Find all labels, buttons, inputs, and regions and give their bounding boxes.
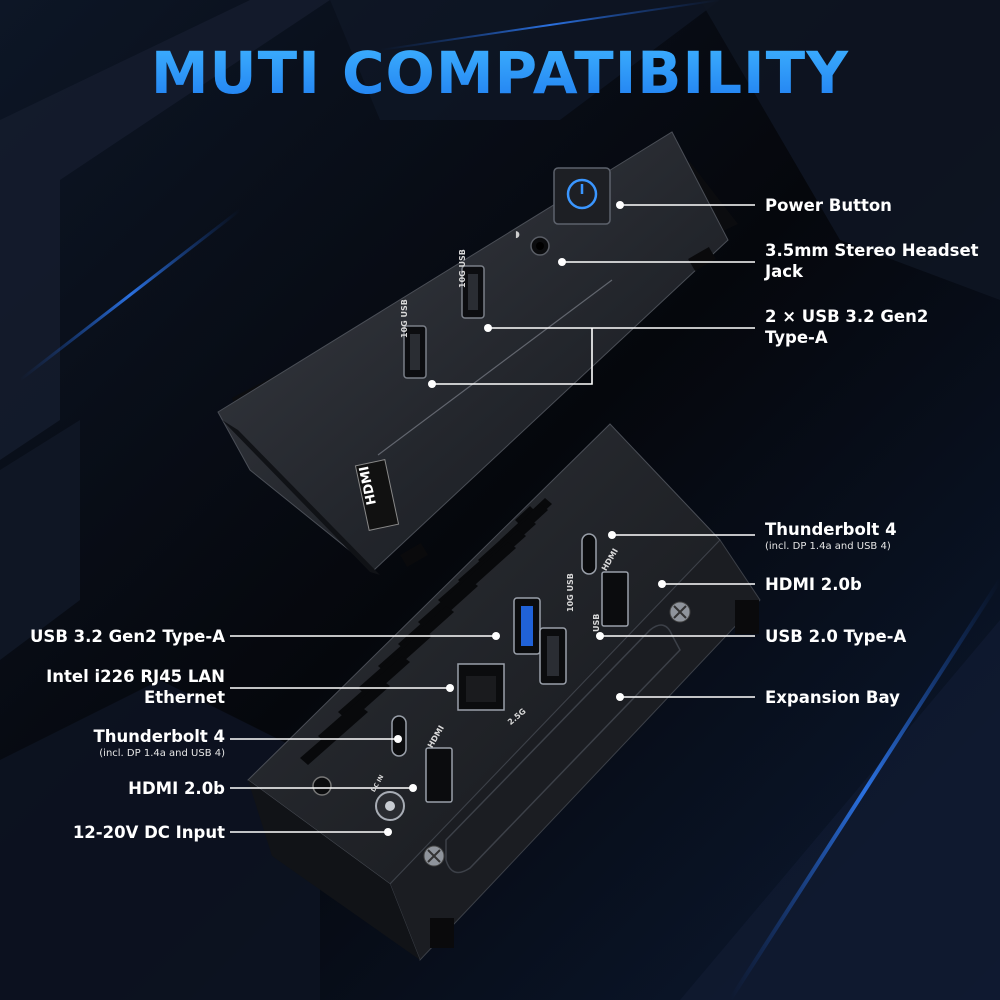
power-button-ring	[566, 178, 598, 210]
label-lan-text-2: Ethernet	[143, 688, 225, 707]
top-device-lower	[222, 420, 380, 575]
bg-panel-left	[0, 0, 330, 460]
audio-jack-inner	[536, 242, 544, 250]
bg-panel-top	[330, 0, 720, 120]
blue-stripe-left	[19, 208, 241, 382]
label-power-button: Power Button	[765, 195, 892, 216]
bottom-device	[247, 423, 761, 961]
callout-dots	[384, 201, 666, 836]
label-tb4-right-text: Thunderbolt 4	[765, 520, 897, 539]
bg-panel-bottom	[0, 680, 320, 1000]
bg-panel-bottom-right	[680, 620, 1000, 1000]
dc-port-inner	[385, 801, 395, 811]
label-power-button-text: Power Button	[765, 196, 892, 215]
label-lan-text-1: Intel i226 RJ45 LAN	[46, 667, 225, 686]
label-tb4-left-text: Thunderbolt 4	[93, 727, 225, 746]
label-usb32-left: USB 3.2 Gen2 Type-A	[30, 626, 225, 647]
label-expansion-bay: Expansion Bay	[765, 687, 900, 708]
top-device: ◗ HDMI	[217, 131, 738, 575]
svg-text:◗: ◗	[515, 230, 520, 240]
label-tb4-right: Thunderbolt 4 (incl. DP 1.4a and USB 4)	[765, 519, 897, 553]
foot-top-2	[400, 542, 428, 568]
label-tb4-left-sub: (incl. DP 1.4a and USB 4)	[99, 748, 225, 759]
label-headset-jack-text: 3.5mm Stereo Headset Jack	[765, 241, 979, 281]
vent-grille	[300, 498, 552, 765]
label-hdmi-right: HDMI 2.0b	[765, 574, 862, 595]
usb-blue-label: 10G USB	[566, 573, 575, 612]
hdmi-logo	[354, 459, 400, 531]
label-usb20: USB 2.0 Type-A	[765, 626, 906, 647]
label-tb4-left: Thunderbolt 4 (incl. DP 1.4a and USB 4)	[93, 726, 225, 760]
label-hdmi-right-text: HDMI 2.0b	[765, 575, 862, 594]
bottom-device-side	[248, 780, 420, 960]
label-usb32-top-text: 2 × USB 3.2 Gen2 Type-A	[765, 307, 929, 347]
label-usb20-text: USB 2.0 Type-A	[765, 627, 907, 646]
usb-top-right-label: 10G USB	[458, 249, 467, 288]
label-usb32-top: 2 × USB 3.2 Gen2 Type-A	[765, 306, 945, 348]
hdmi-port-top	[601, 571, 629, 627]
page-title: MUTI COMPATIBILITY	[0, 38, 1000, 108]
label-dc-input-text: 12-20V DC Input	[72, 823, 225, 842]
label-expansion-bay-text: Expansion Bay	[765, 688, 900, 707]
foot-top-1	[688, 246, 716, 272]
foot-bottom-1	[735, 600, 759, 634]
power-button-plate	[553, 167, 611, 225]
label-tb4-right-sub: (incl. DP 1.4a and USB 4)	[765, 541, 891, 552]
expansion-bay-outline	[445, 624, 681, 874]
usb20-label: USB	[592, 613, 601, 632]
foot-bottom-2	[430, 918, 454, 948]
label-lan: Intel i226 RJ45 LAN Ethernet	[46, 666, 225, 708]
label-hdmi-left-text: HDMI 2.0b	[128, 779, 225, 798]
blue-stripe-top	[379, 0, 721, 51]
hdmi-port-bottom	[425, 747, 453, 803]
ir-hole	[312, 776, 332, 796]
callout-lines	[230, 204, 755, 833]
label-headset-jack: 3.5mm Stereo Headset Jack	[765, 240, 980, 282]
tb4-port-top	[581, 533, 597, 575]
usb-top-left-label: 10G USB	[400, 299, 409, 338]
top-device-highlight	[377, 279, 613, 456]
blue-stripe-right	[728, 578, 1000, 1000]
label-usb32-left-text: USB 3.2 Gen2 Type-A	[30, 627, 225, 646]
bg-panel-left-2	[0, 420, 80, 660]
bg-panel-right	[700, 0, 1000, 300]
label-dc-input: 12-20V DC Input	[73, 822, 225, 843]
label-hdmi-left: HDMI 2.0b	[128, 778, 225, 799]
